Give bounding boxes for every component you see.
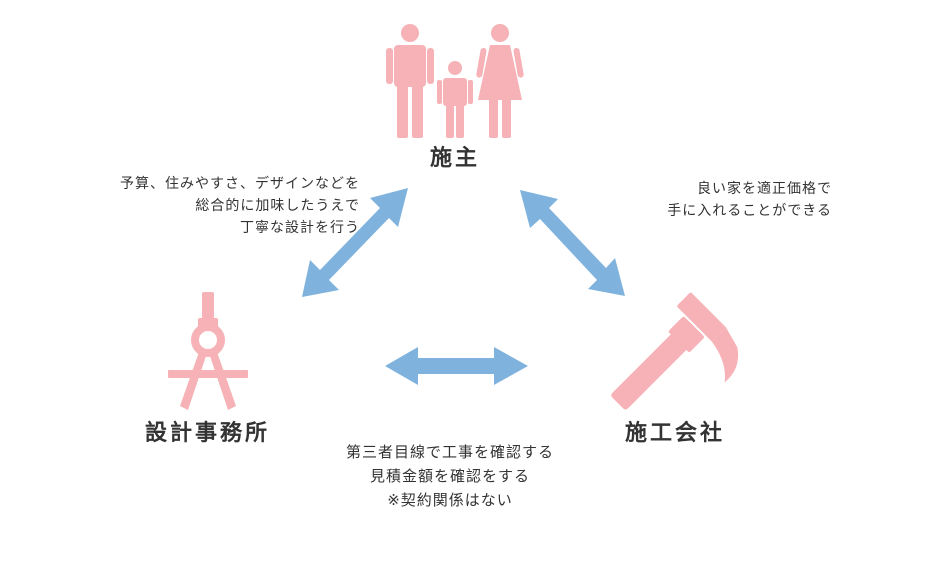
family-icon — [386, 24, 524, 138]
note-line: 手に入れることができる — [667, 203, 832, 219]
hammer-icon — [611, 292, 739, 410]
note-owner-benefit: 良い家を適正価格で 手に入れることができる — [582, 178, 832, 222]
note-design-role: 予算、住みやすさ、デザインなどを 総合的に加味したうえで 丁寧な設計を行う — [120, 173, 360, 239]
design-office-label: 設計事務所 — [145, 421, 271, 446]
note-line: 良い家を適正価格で — [697, 181, 832, 197]
builder-label: 施工会社 — [625, 421, 726, 446]
note-inspection-role: 第三者目線で工事を確認する 見積金額を確認をする ※契約関係はない — [290, 440, 610, 512]
compass-icon — [168, 292, 248, 410]
arrow-design-builder[interactable] — [385, 347, 528, 385]
note-line: 総合的に加味したうえで — [195, 198, 360, 214]
note-line: 見積金額を確認をする — [369, 467, 530, 485]
note-line: ※契約関係はない — [387, 491, 513, 509]
arrow-owner-builder[interactable] — [520, 190, 625, 296]
arrow-owner-design[interactable] — [302, 188, 408, 297]
owner-label: 施主 — [430, 146, 481, 171]
note-line: 第三者目線で工事を確認する — [345, 443, 554, 461]
note-line: 丁寧な設計を行う — [240, 220, 360, 236]
note-line: 予算、住みやすさ、デザインなどを — [120, 176, 360, 192]
